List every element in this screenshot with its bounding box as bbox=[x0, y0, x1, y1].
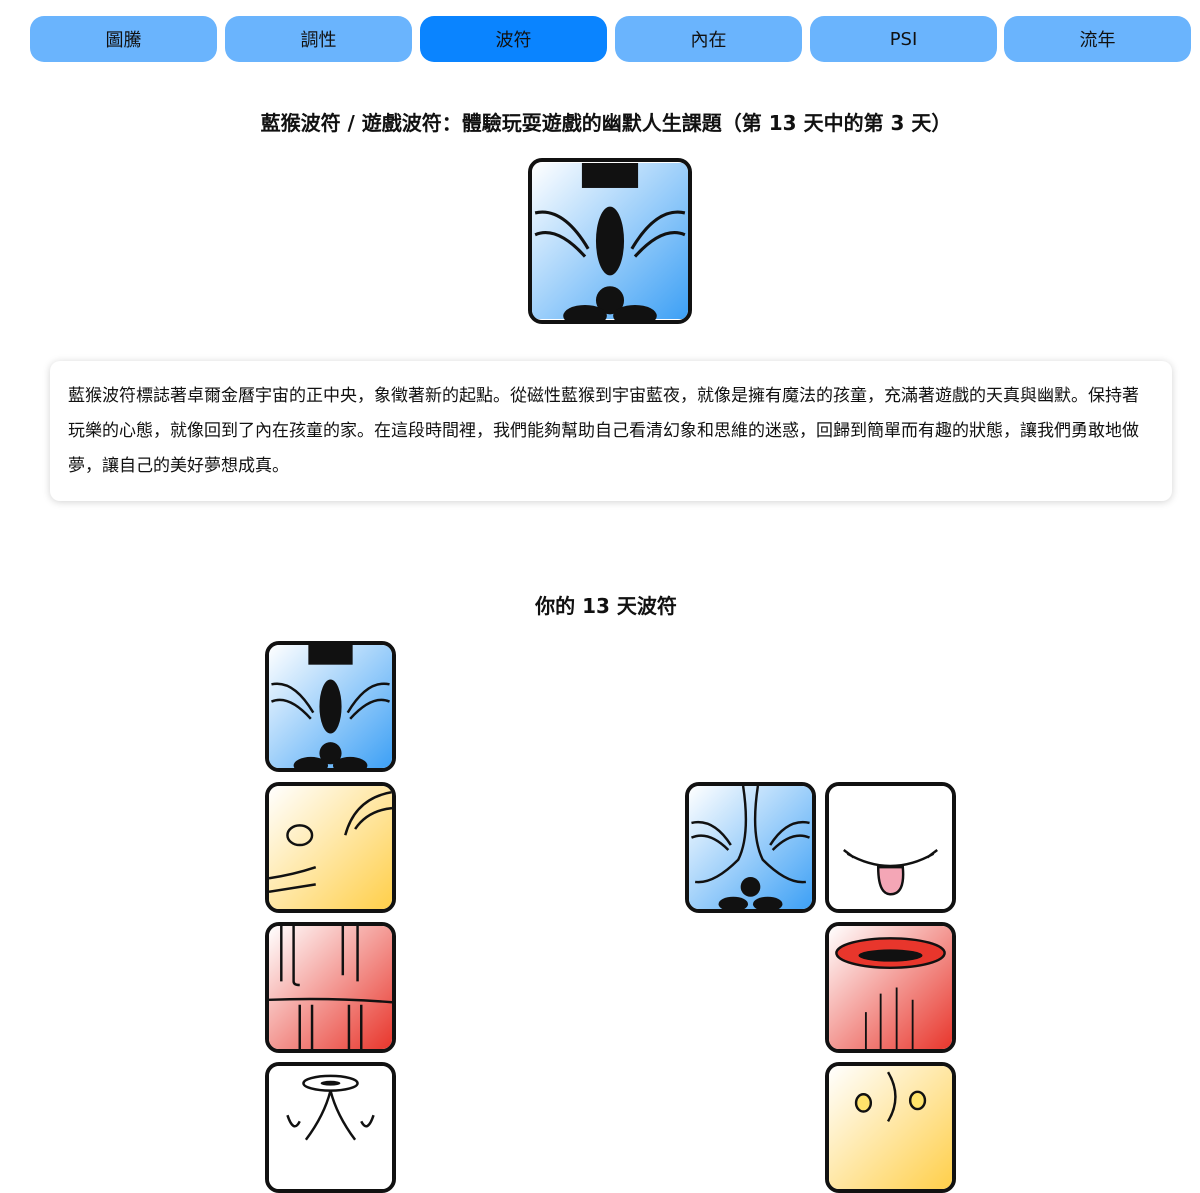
blue-monkey-glyph-icon bbox=[528, 158, 692, 324]
white-wind-glyph-icon[interactable] bbox=[825, 782, 956, 913]
yellow-human-glyph-icon[interactable] bbox=[265, 782, 396, 913]
red-skywalker-glyph-icon[interactable] bbox=[265, 922, 396, 1053]
white-wizard-glyph-icon[interactable] bbox=[265, 1062, 396, 1193]
wavespell-title: 藍猴波符 / 遊戲波符：體驗玩耍遊戲的幽默人生課題（第 13 天中的第 3 天） bbox=[260, 111, 952, 135]
wavespell-description: 藍猴波符標誌著卓爾金曆宇宙的正中央，象徵著新的起點。從磁性藍猴到宇宙藍夜，就像是… bbox=[68, 386, 1139, 476]
red-dragon-glyph-icon[interactable] bbox=[825, 922, 956, 1053]
tab-psi[interactable]: PSI bbox=[810, 16, 997, 62]
tab-inner[interactable]: 內在 bbox=[615, 16, 802, 62]
blue-monkey-glyph-icon[interactable] bbox=[265, 641, 396, 772]
tab-tone[interactable]: 調性 bbox=[225, 16, 412, 62]
thirteen-day-title: 你的 13 天波符 bbox=[535, 594, 677, 618]
yellow-seed-glyph-icon[interactable] bbox=[825, 1062, 956, 1193]
tab-totem[interactable]: 圖騰 bbox=[30, 16, 217, 62]
tab-wavespell[interactable]: 波符 bbox=[420, 16, 607, 62]
wavespell-description-card: 藍猴波符標誌著卓爾金曆宇宙的正中央，象徵著新的起點。從磁性藍猴到宇宙藍夜，就像是… bbox=[50, 361, 1172, 501]
tab-annual[interactable]: 流年 bbox=[1004, 16, 1191, 62]
blue-night-glyph-icon[interactable] bbox=[685, 782, 816, 913]
